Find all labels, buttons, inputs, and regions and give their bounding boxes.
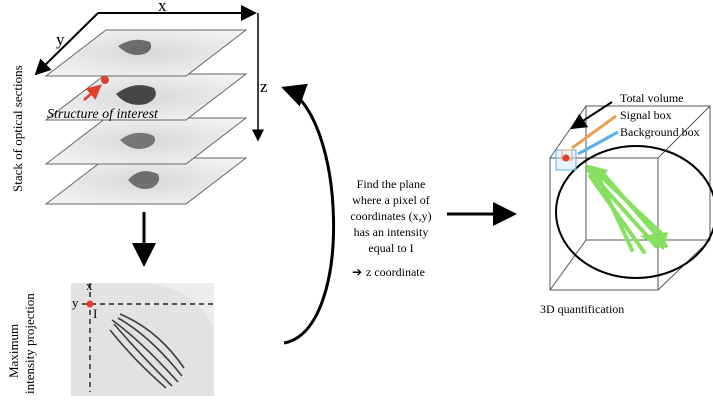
stack-axis-z-label: z	[260, 77, 268, 96]
stack-axis-x-label: x	[158, 0, 167, 15]
method-line-2: where a pixel of	[352, 193, 430, 207]
projection-axis-x-label: x	[86, 278, 93, 293]
optical-section-stack: x y z Structure of interest Stack of opt…	[10, 0, 268, 205]
spindle-3d	[586, 166, 668, 254]
quant-point-marker	[562, 154, 570, 162]
spindle-pole-bottom	[640, 232, 668, 250]
structure-label: Structure of interest	[47, 107, 159, 122]
projection-side-label-line1: Maximum	[6, 324, 21, 378]
legend-background-box: Background box	[620, 125, 700, 139]
method-line-4: has an intensity	[354, 225, 429, 239]
stack-side-label: Stack of optical sections	[10, 65, 25, 192]
projection-side-label-line2: intensity projection	[22, 293, 37, 394]
cell-outline	[555, 145, 713, 279]
method-line-1: Find the plane	[357, 177, 426, 191]
projection-spindle	[109, 313, 185, 389]
optical-section-4	[44, 157, 248, 205]
quantification-caption: 3D quantification	[540, 302, 624, 316]
total-volume-pointer	[570, 101, 613, 130]
background-box-pointer	[577, 130, 619, 156]
optical-section-1	[44, 29, 248, 77]
method-line-5: equal to I	[368, 241, 413, 255]
method-result-arrow-icon: ➔	[352, 265, 362, 279]
quantification-3d: Total volume Signal box Background box 3…	[540, 91, 713, 316]
legend-signal-box: Signal box	[620, 108, 672, 122]
feedback-curved-arrow	[281, 83, 336, 345]
legend-total-volume: Total volume	[620, 91, 683, 105]
signal-box-pointer	[571, 114, 617, 150]
structure-marker	[101, 76, 109, 84]
max-intensity-projection: x y I Maximum intensity projection	[6, 278, 214, 396]
method-line-3: coordinates (x,y)	[350, 209, 431, 223]
structure-pointer-arrow	[83, 84, 102, 101]
optical-section-3	[44, 117, 248, 165]
stack-axis-y-label: y	[56, 30, 65, 49]
projection-point-marker	[86, 300, 94, 308]
method-description: Find the plane where a pixel of coordina…	[350, 177, 431, 279]
projection-intensity-label: I	[93, 306, 97, 321]
spindle-pole-top	[585, 164, 608, 186]
projection-axis-y-label: y	[72, 295, 79, 310]
method-result: z coordinate	[366, 265, 425, 279]
y-axis-arrow	[34, 12, 99, 76]
